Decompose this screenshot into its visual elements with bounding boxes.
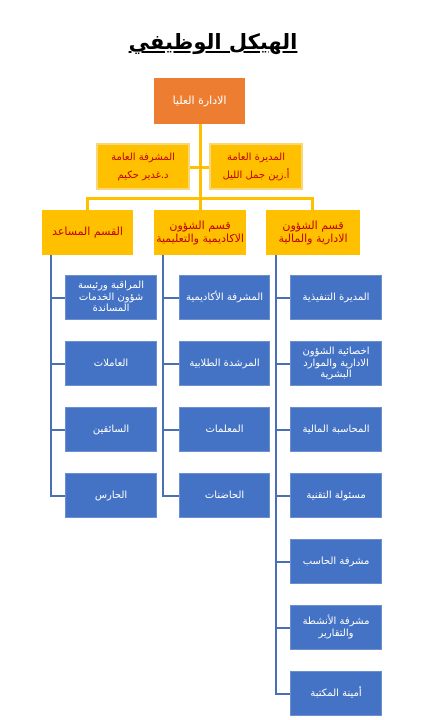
admin-branch bbox=[275, 363, 290, 365]
role-drivers: السائقين bbox=[65, 407, 157, 452]
admin-branch bbox=[275, 627, 290, 629]
connector-assistants-horizontal bbox=[180, 166, 210, 169]
general-supervisor-box: المشرفة العامة د.غدير حكيم bbox=[96, 143, 190, 190]
role-label: اخصائية الشؤون الادارية والموارد البشرية bbox=[302, 346, 370, 381]
support-branch bbox=[50, 495, 65, 497]
role-label: الحاضنات bbox=[204, 489, 245, 501]
role-label: العاملات bbox=[93, 357, 129, 369]
academic-branch bbox=[162, 297, 179, 299]
general-director-title: المديرة العامة bbox=[227, 152, 285, 163]
role-nannies: الحاضنات bbox=[179, 473, 270, 518]
general-supervisor-name: د.غدير حكيم bbox=[117, 169, 169, 181]
department-academic-box: قسم الشؤون الاكاديمية والتعليمية bbox=[154, 210, 246, 255]
role-label: مشرفة الأنشطة والتقارير bbox=[302, 616, 370, 639]
academic-branch bbox=[162, 429, 179, 431]
role-label: المرشدة الطلابية bbox=[189, 357, 260, 369]
support-branch bbox=[50, 363, 65, 365]
role-label: المحاسبة المالية bbox=[302, 423, 370, 435]
role-label: أمينة المكتبة bbox=[310, 687, 362, 699]
admin-branch bbox=[275, 429, 290, 431]
department-support-label: القسم المساعد bbox=[52, 225, 123, 239]
academic-column-spine bbox=[162, 255, 164, 496]
support-column-spine bbox=[50, 255, 52, 496]
admin-branch bbox=[275, 693, 290, 695]
connector-admin-drop bbox=[311, 197, 314, 211]
role-accountant: المحاسبة المالية bbox=[290, 407, 382, 452]
admin-branch bbox=[275, 495, 290, 497]
connector-main-vertical bbox=[199, 124, 202, 199]
role-teachers: المعلمات bbox=[179, 407, 270, 452]
admin-branch bbox=[275, 561, 290, 563]
role-tech-officer: مسئولة التقنية bbox=[290, 473, 382, 518]
general-director-name: أ.زين جمل الليل bbox=[222, 169, 290, 181]
role-librarian: أمينة المكتبة bbox=[290, 671, 382, 716]
role-label: مشرفة الحاسب bbox=[302, 555, 370, 567]
connector-academic-drop bbox=[199, 197, 202, 211]
role-label: المعلمات bbox=[205, 423, 244, 435]
role-student-counselor: المرشدة الطلابية bbox=[179, 341, 270, 386]
role-workers: العاملات bbox=[65, 341, 157, 386]
department-academic-label: قسم الشؤون الاكاديمية والتعليمية bbox=[156, 218, 244, 245]
admin-column-spine bbox=[275, 255, 277, 694]
support-branch bbox=[50, 297, 65, 299]
department-support-box: القسم المساعد bbox=[42, 210, 133, 255]
role-label: السائقين bbox=[92, 423, 130, 435]
general-director-box: المديرة العامة أ.زين جمل الليل bbox=[209, 143, 303, 190]
top-management-box: الادارة العليا bbox=[154, 78, 245, 124]
admin-branch bbox=[275, 297, 290, 299]
role-academic-supervisor: المشرفة الأكاديمية bbox=[179, 275, 270, 320]
role-executive-director: المديرة التنفيذية bbox=[290, 275, 382, 320]
role-support-services-supervisor: المراقبة ورئيسة شؤون الخدمات المساندة bbox=[65, 275, 157, 320]
general-supervisor-title: المشرفة العامة bbox=[111, 152, 175, 163]
page-title: الهيكل الوظيفي bbox=[128, 30, 298, 54]
top-management-label: الادارة العليا bbox=[172, 93, 227, 107]
connector-support-drop bbox=[86, 197, 89, 211]
support-branch bbox=[50, 429, 65, 431]
role-activities-supervisor: مشرفة الأنشطة والتقارير bbox=[290, 605, 382, 650]
department-admin-label: قسم الشؤون الادارية والمالية bbox=[278, 218, 348, 245]
role-computer-supervisor: مشرفة الحاسب bbox=[290, 539, 382, 584]
role-label: المراقبة ورئيسة شؤون الخدمات المساندة bbox=[78, 280, 144, 315]
role-guard: الحارس bbox=[65, 473, 157, 518]
academic-branch bbox=[162, 363, 179, 365]
department-admin-box: قسم الشؤون الادارية والمالية bbox=[266, 210, 360, 255]
role-label: المشرفة الأكاديمية bbox=[185, 291, 264, 303]
role-label: المديرة التنفيذية bbox=[302, 291, 370, 303]
role-hr-specialist: اخصائية الشؤون الادارية والموارد البشرية bbox=[290, 341, 382, 386]
role-label: الحارس bbox=[94, 489, 128, 501]
academic-branch bbox=[162, 495, 179, 497]
role-label: مسئولة التقنية bbox=[306, 489, 366, 501]
